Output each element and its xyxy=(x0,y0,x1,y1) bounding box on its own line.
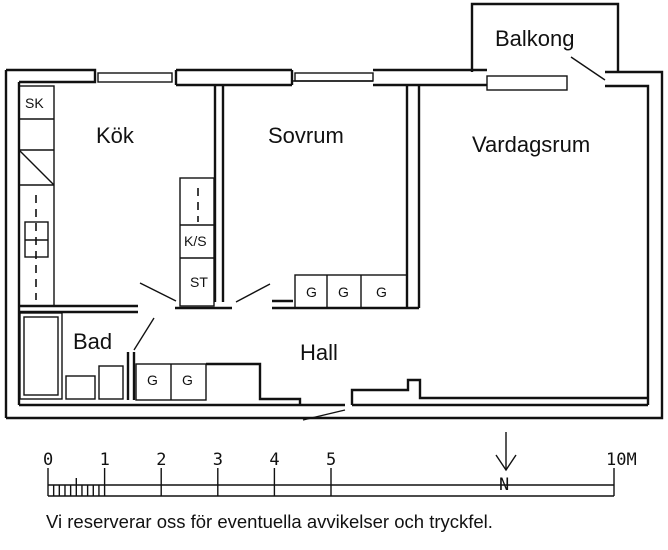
disclaimer-text: Vi reserverar oss för eventuella avvikel… xyxy=(46,511,493,532)
balcony-door-swing xyxy=(570,56,606,81)
scale-tick-label: 0 xyxy=(43,450,53,470)
scale-tick-label: 2 xyxy=(156,450,166,470)
room-label-bad: Bad xyxy=(73,329,112,354)
bathroom xyxy=(19,312,155,400)
fixture-label-garderob: G xyxy=(338,284,349,300)
scale-tick-label: 10M xyxy=(606,450,637,470)
entrance-door-swing xyxy=(302,409,346,421)
bedroom-door-swing xyxy=(235,283,271,303)
sink xyxy=(98,365,124,400)
hall-closets xyxy=(135,362,648,421)
toilet xyxy=(65,375,96,400)
scale-tick-label: 4 xyxy=(269,450,279,470)
room-label-vardagsrum: Vardagsrum xyxy=(472,132,590,157)
scale-tick-label: 5 xyxy=(326,450,336,470)
scale-tick-label: 1 xyxy=(100,450,110,470)
scale-tick-label: 3 xyxy=(213,450,223,470)
dishwasher-mark xyxy=(18,149,55,186)
scale-bar: 0 1 2 3 4 5 10M xyxy=(43,450,637,497)
balcony xyxy=(470,2,620,81)
window-living xyxy=(486,75,568,91)
kitchen-door-swing xyxy=(139,282,177,302)
bathtub xyxy=(19,312,63,400)
fixture-label-sk: SK xyxy=(25,95,44,111)
bedroom xyxy=(235,85,421,310)
bathroom-door-swing xyxy=(133,317,155,351)
fixture-label-garderob: G xyxy=(182,372,193,388)
window-bedroom xyxy=(294,72,374,82)
room-label-balkong: Balkong xyxy=(495,26,575,51)
fixture-label-garderob: G xyxy=(306,284,317,300)
fixture-label-ks: K/S xyxy=(184,233,207,249)
room-label-kok: Kök xyxy=(96,123,135,148)
kitchen xyxy=(18,85,232,314)
fixture-label-st: ST xyxy=(190,274,208,290)
room-label-hall: Hall xyxy=(300,340,338,365)
fixture-label-garderob: G xyxy=(147,372,158,388)
window-kitchen xyxy=(97,72,173,83)
room-label-sovrum: Sovrum xyxy=(268,123,344,148)
fixture-label-garderob: G xyxy=(376,284,387,300)
